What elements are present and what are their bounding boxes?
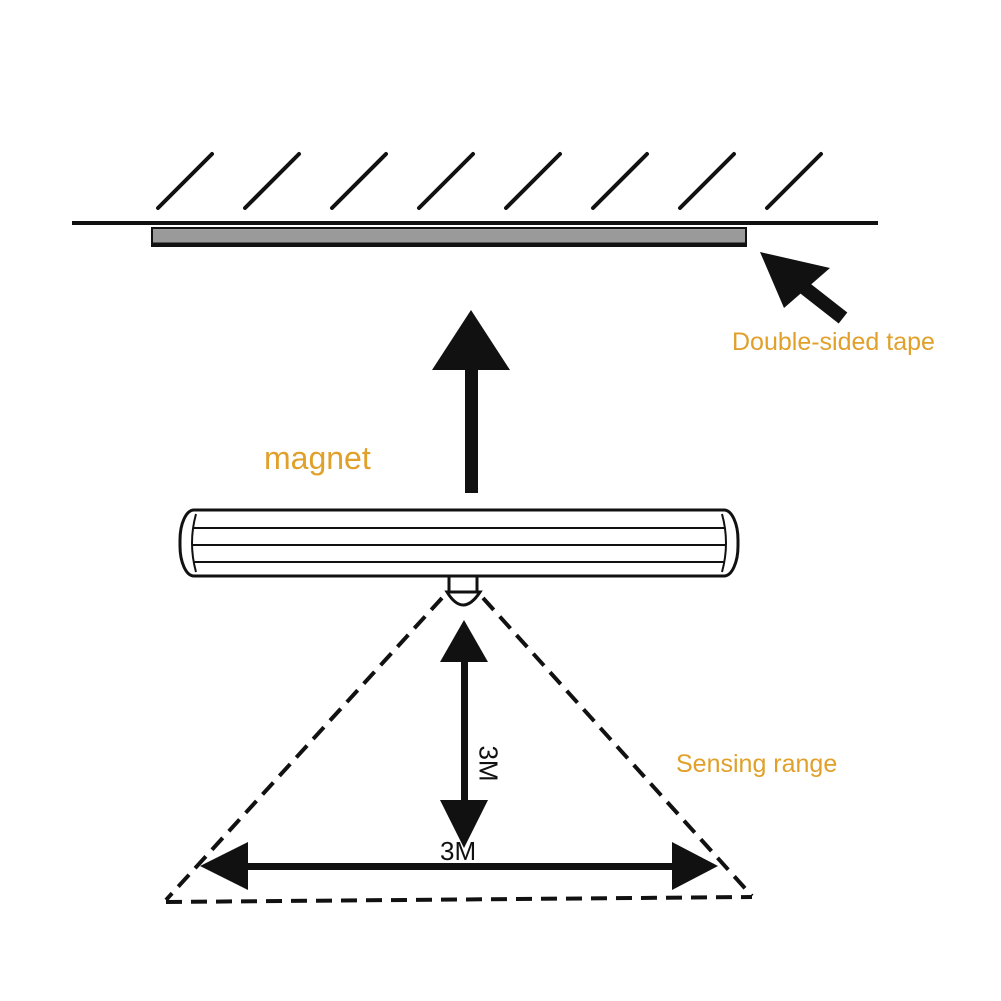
sensing-range-cone <box>164 596 754 904</box>
vertical-dimension-arrow <box>440 620 488 848</box>
ceiling-hatching <box>156 152 823 210</box>
tape-pointer-arrow <box>760 252 848 324</box>
magnet-label: magnet <box>264 440 371 476</box>
width-dimension-label: 3M <box>440 836 477 866</box>
light-bar <box>178 508 740 578</box>
mount-up-arrow <box>432 310 510 493</box>
sensing-range-label: Sensing range <box>676 750 838 778</box>
double-sided-tape-strip <box>151 227 747 247</box>
double-sided-tape-label: Double-sided tape <box>732 328 935 356</box>
height-dimension-label: 3M <box>473 745 504 782</box>
motion-sensor <box>444 574 483 607</box>
horizontal-dimension-arrow <box>200 842 718 890</box>
